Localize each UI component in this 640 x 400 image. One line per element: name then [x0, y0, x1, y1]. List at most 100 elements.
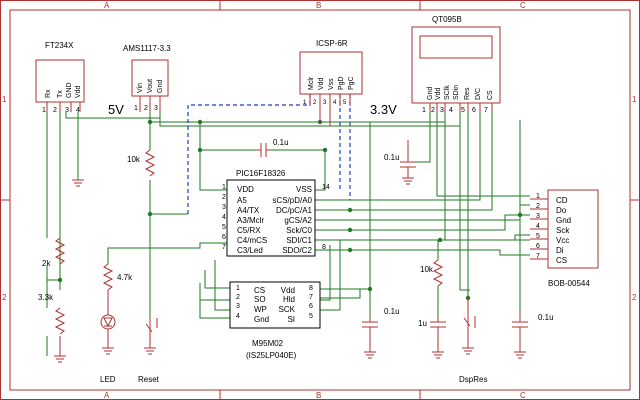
- qt095b-part: QT095B Gnd Vdd SClk SDin Res D/C CS 1 2 …: [411, 15, 501, 114]
- ft234x-pin-gnd: GND: [66, 82, 73, 98]
- pic-left-pin-3: A4/TX: [237, 206, 260, 215]
- bob-num-3: 3: [536, 213, 540, 220]
- pic-right-pin-7: SDO/C2: [282, 246, 312, 255]
- icsp-pin-mclr: Mclr: [308, 76, 315, 90]
- mem-left-num-3: 3: [236, 303, 240, 310]
- border-col-c-top: C: [520, 1, 526, 10]
- mem-left-pin-3: WP: [254, 305, 267, 314]
- qt095b-pin-dc: D/C: [475, 88, 482, 100]
- qt095b-num-6: 6: [472, 107, 476, 114]
- ams1117-num-3: 3: [154, 105, 158, 112]
- qt095b-pin-gnd: Gnd: [427, 87, 434, 100]
- bob-pin-sck: Sck: [556, 226, 570, 235]
- pic-left-pin-7: C3/Led: [237, 246, 263, 255]
- ft234x-pin-tx: Tx: [57, 90, 64, 98]
- led-label: LED: [100, 375, 116, 384]
- mem-right-pin-2: Hld: [283, 295, 295, 304]
- mem-right-num-7: 7: [309, 294, 313, 301]
- cap-top-value: 0.1u: [273, 138, 289, 147]
- qt095b-pin-sclk: SClk: [444, 85, 451, 100]
- pic-left-num-3: 3: [222, 204, 226, 211]
- border-row-1-right: 1: [632, 95, 637, 104]
- ft234x-num-4: 4: [76, 107, 80, 114]
- ams1117-name: AMS1117-3.3: [123, 44, 171, 53]
- ft234x-part: FT234X Rx Tx GND Vdd 1 2 3 4: [35, 41, 85, 114]
- bob-pin-cd: CD: [556, 196, 568, 205]
- bob-pin-gnd: Gnd: [556, 216, 571, 225]
- net-wires: [46, 112, 530, 356]
- pic-left-num-6: 6: [222, 234, 226, 241]
- mem-left-num-1: 1: [236, 285, 240, 292]
- cap-left-value: 0.1u: [384, 153, 400, 162]
- led-circuit: 4.7k LED: [100, 263, 133, 384]
- bob-num-7: 7: [536, 253, 540, 260]
- pic-right-num-8: 8: [322, 244, 326, 251]
- mem-right-num-8: 8: [309, 285, 313, 292]
- border-col-b-bottom: B: [316, 391, 321, 400]
- bob-num-2: 2: [536, 203, 540, 210]
- icsp-name: ICSP-6R: [316, 39, 348, 48]
- border-col-c-bottom: C: [520, 391, 526, 400]
- ams1117-pin-vin: Vin: [137, 83, 144, 93]
- pic-left-pin-6: C4/mCS: [237, 236, 267, 245]
- dspres-label: DspRes: [459, 375, 487, 384]
- qt095b-num-2: 2: [431, 107, 435, 114]
- qt095b-num-1: 1: [422, 107, 426, 114]
- pic-right-pin-2: sCS/pD/A0: [272, 196, 312, 205]
- icsp-num-5: 5: [343, 100, 347, 106]
- pic-left-num-4: 4: [222, 214, 226, 221]
- pic-left-num-7: 7: [222, 244, 226, 251]
- reset-label: Reset: [138, 375, 160, 384]
- pic-left-num-2: 2: [222, 194, 226, 201]
- bob-num-4: 4: [536, 223, 540, 230]
- mem-right-num-6: 6: [309, 303, 313, 310]
- ams1117-num-1: 1: [134, 105, 138, 112]
- icsp-dashed-lines: [187, 94, 351, 214]
- cap-dsp-value: 1u: [418, 319, 427, 328]
- bob-pin-cs: CS: [556, 256, 567, 265]
- bob-num-1: 1: [536, 193, 540, 200]
- capacitor-top: 0.1u: [255, 138, 289, 157]
- r-led-value: 4.7k: [117, 273, 133, 282]
- capacitor-right: 0.1u: [512, 312, 554, 359]
- ft234x-pin-vdd: Vdd: [75, 85, 82, 98]
- pic-left-pin-4: A3/Mclr: [237, 216, 264, 225]
- pic-name: PIC16F18326: [236, 169, 286, 178]
- pic-right-pin-1: VSS: [296, 185, 312, 194]
- qt095b-pin-vdd: Vdd: [435, 87, 442, 100]
- icsp-num-4: 4: [333, 100, 337, 106]
- qt095b-pin-res: Res: [464, 87, 471, 100]
- bob-pin-vcc: Vcc: [556, 236, 569, 245]
- qt095b-pin-cs: CS: [487, 90, 494, 100]
- pic16f18326-part: PIC16F18326 VDD A5 A4/TX A3/Mclr C5/RX C…: [222, 169, 330, 257]
- mem-left-pin-4: Gnd: [254, 315, 269, 324]
- pic-right-pin-6: SDI/C1: [286, 236, 312, 245]
- dspres-circuit: 10k 1u DspRes: [418, 259, 487, 384]
- pic-right-pin-3: DC/pC/A1: [276, 206, 313, 215]
- mem-right-pin-3: SCK: [279, 305, 296, 314]
- ams1117-num-2: 2: [144, 105, 148, 112]
- pic-left-pin-5: C5/RX: [237, 226, 261, 235]
- border-row-2-right: 2: [632, 293, 637, 302]
- mem-right-pin-4: SI: [287, 315, 295, 324]
- r-dsp-value: 10k: [420, 265, 434, 274]
- pic-left-num-5: 5: [222, 224, 226, 231]
- mem-right-pin-1: Vdd: [281, 286, 295, 295]
- ams1117-pin-vout: Vout: [147, 79, 154, 93]
- qt095b-pin-sdin: SDin: [453, 85, 460, 100]
- icsp-num-2: 2: [313, 100, 317, 106]
- icsp-num-1: 1: [303, 100, 307, 106]
- mem-left-pin-1: CS: [254, 286, 265, 295]
- border-col-b-top: B: [316, 1, 321, 10]
- pic-right-pin-4: gCS/A2: [284, 216, 312, 225]
- bob-pin-do: Do: [556, 206, 567, 215]
- bob-name: BOB-00544: [548, 279, 590, 288]
- net-label-3v3: 3.3V: [370, 102, 397, 117]
- divider-circuit: 2k 3.3k: [38, 179, 84, 363]
- pic-left-num-1: 1: [222, 184, 226, 191]
- pic-left-pin-1: VDD: [237, 185, 254, 194]
- capacitor-left: 0.1u: [384, 140, 416, 185]
- mem-name: M95M02: [252, 339, 284, 348]
- bob-pin-di: Di: [556, 246, 564, 255]
- m95m02-part: CS SO WP Gnd 1 2 3 4 Vdd Hld SCK SI 8 7 …: [229, 281, 321, 360]
